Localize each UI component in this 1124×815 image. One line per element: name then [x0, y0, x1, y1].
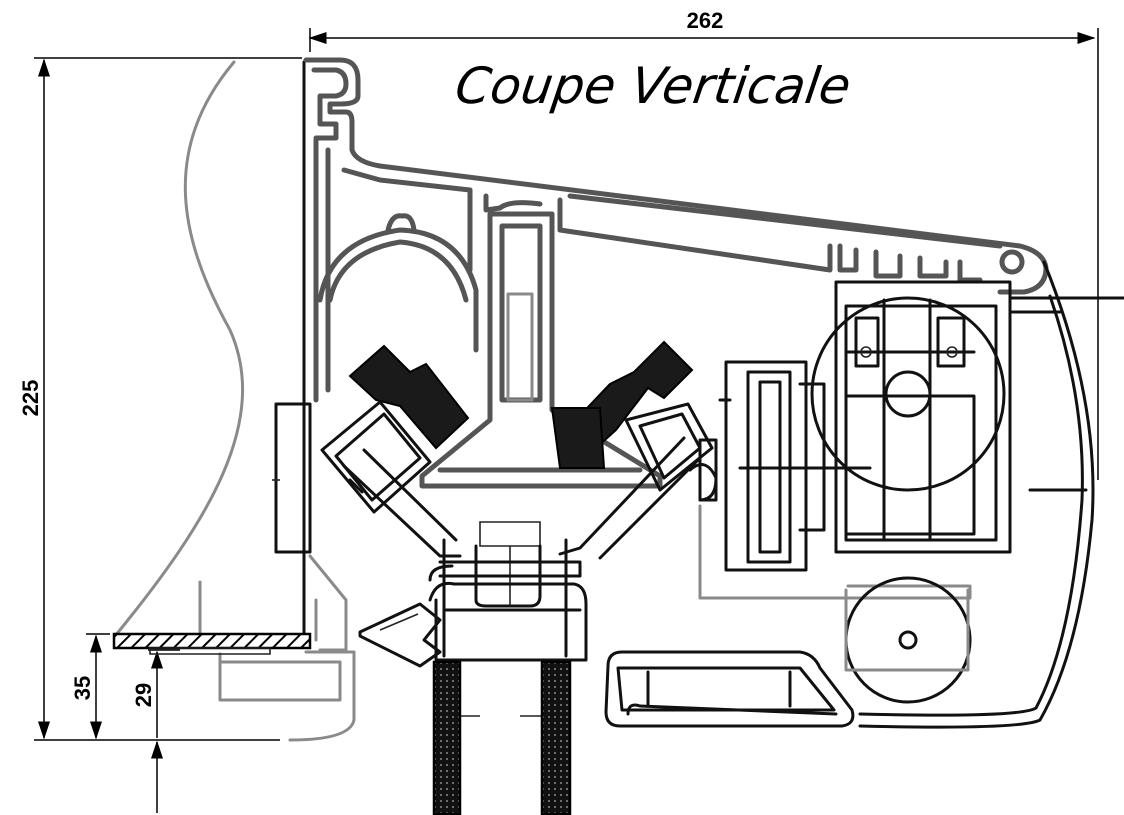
hatched-sill: [112, 632, 312, 650]
motor-housing: [810, 280, 1124, 554]
dimension-height-label: 225: [18, 380, 43, 417]
right-clamp: [550, 340, 714, 492]
dimension-lower-left-label: 35: [70, 676, 95, 700]
left-wall-bracket: [272, 402, 312, 554]
central-t-profile: [419, 211, 663, 489]
left-sill-profile: [149, 554, 356, 742]
dimension-width-label: 262: [687, 8, 724, 33]
left-clamp: [320, 344, 470, 514]
wall-section: [113, 60, 306, 642]
seal-wedge: [358, 602, 442, 668]
hook-bracket: [688, 438, 972, 600]
glass-pane-right: [540, 660, 572, 815]
bolt-fitting: [428, 521, 582, 658]
dimension-lower-left: 35: [70, 633, 110, 740]
glass-pane-left: [432, 660, 462, 815]
bottom-weight-bar: [604, 576, 972, 728]
dimension-lower-inner-label: 29: [131, 683, 156, 707]
diagonal-arms: [342, 436, 702, 560]
cassette-front: [858, 260, 1095, 729]
diagram-title: Coupe Verticale: [452, 56, 855, 115]
dimension-width: 262: [308, 8, 1099, 480]
dimension-lower-inner: 29: [131, 649, 180, 813]
header-profile: [303, 57, 1049, 403]
dimension-height: 225: [18, 57, 302, 741]
